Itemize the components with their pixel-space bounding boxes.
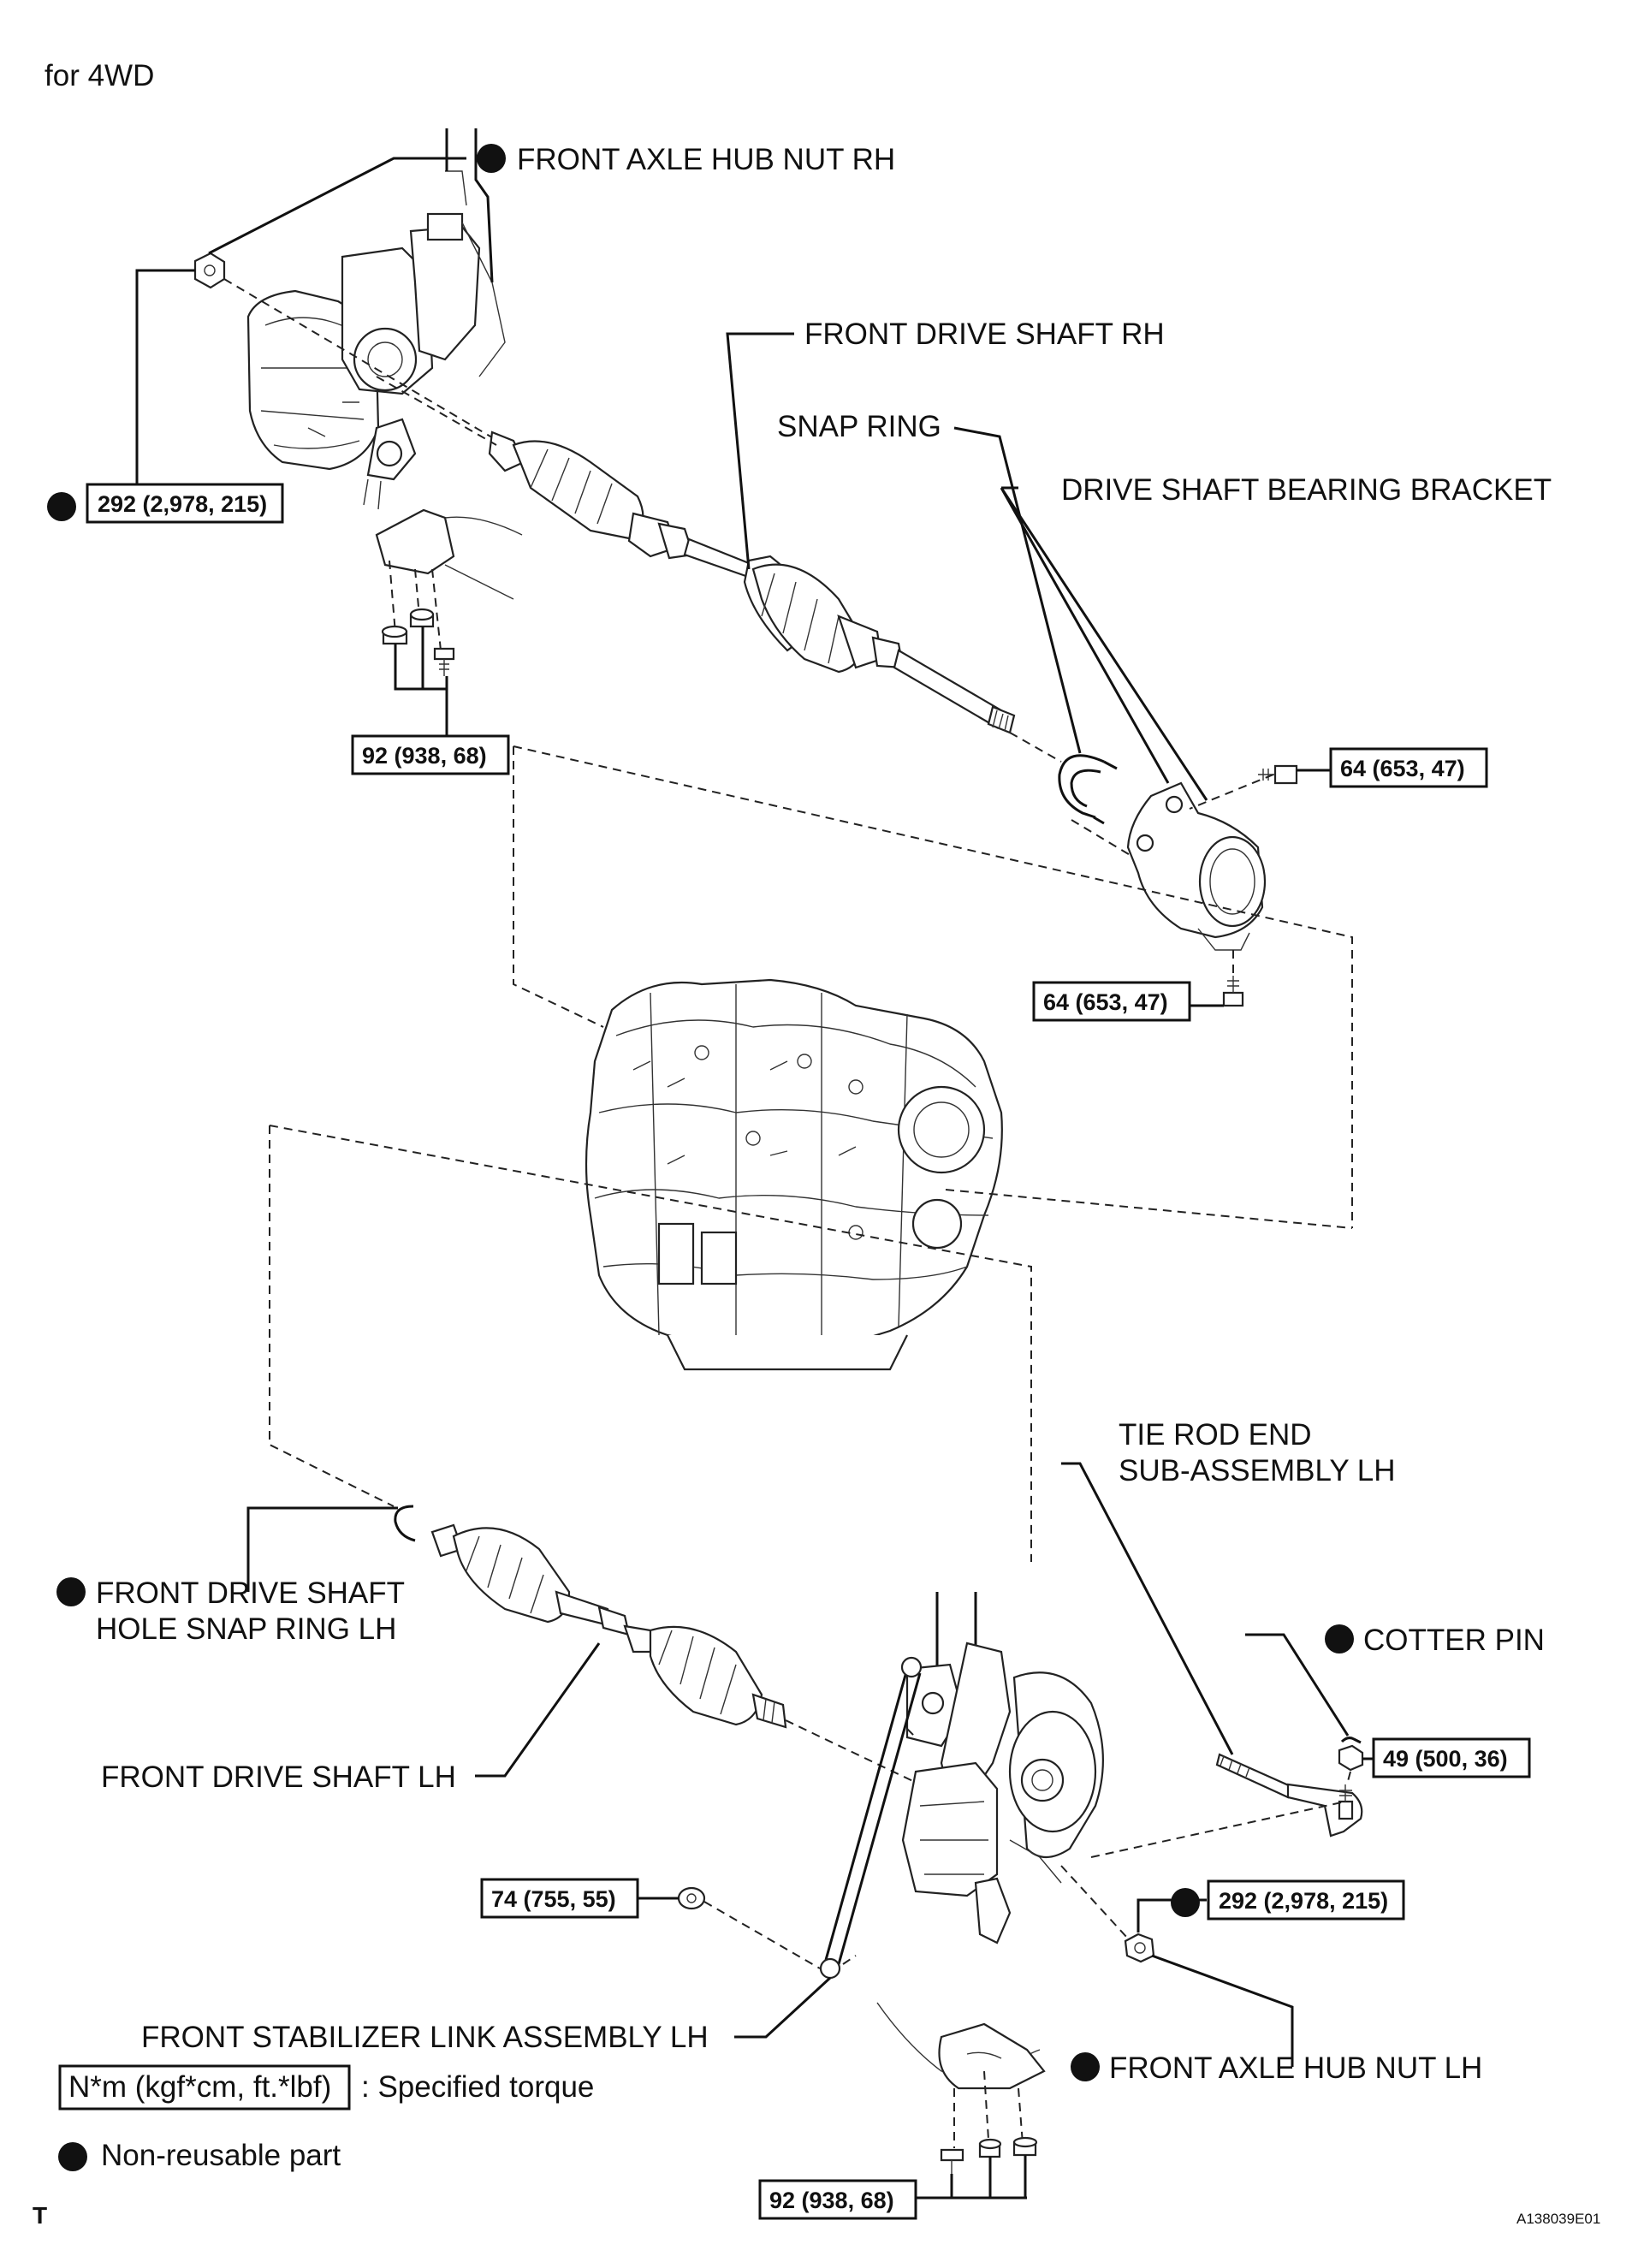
nonreusable-mark-torque-rh — [47, 492, 76, 521]
footer-mark: T — [33, 2202, 47, 2229]
bracket-bolt-lower — [1222, 976, 1244, 1007]
torque-box-lower-lh — [758, 2179, 917, 2220]
torque-box-bracket-lower — [1032, 981, 1191, 1022]
transaxle-drawing — [585, 978, 1003, 1371]
tie-rod-dash — [1090, 1801, 1346, 1858]
tie-rod-nut-part — [1338, 1744, 1364, 1772]
legend-unit: N*m (kgf*cm, ft.*lbf) — [68, 2070, 331, 2104]
torque-hub-nut-rh-leader — [135, 269, 195, 508]
hub-nut-rh-dash — [223, 278, 506, 446]
hub-nut-rh-leader — [208, 157, 466, 255]
torque-bracket-upper: 64 (653, 47) — [1340, 756, 1465, 781]
hub-nut-lh-part — [1124, 1933, 1155, 1963]
stabilizer-link-leader — [734, 1976, 832, 2039]
torque-hub-nut-rh: 292 (2,978, 215) — [98, 491, 267, 517]
torque-bracket-lower: 64 (653, 47) — [1043, 989, 1168, 1015]
torque-lower-lh: 92 (938, 68) — [769, 2188, 894, 2213]
drive-shaft-lh-leader — [475, 1642, 601, 1778]
legend-nonreusable-mark — [58, 2142, 87, 2171]
drive-shaft-rh-dash — [1009, 732, 1062, 763]
footer-code: A138039E01 — [1516, 2211, 1600, 2227]
lower-arm-lh-drawing — [876, 2002, 1046, 2200]
label-hole-snap-line2: HOLE SNAP RING LH — [96, 1612, 396, 1646]
steering-knuckle-rh-drawing — [246, 128, 506, 510]
label-hub-nut-lh: FRONT AXLE HUB NUT LH — [1109, 2051, 1482, 2085]
tie-rod-nut-dash — [1346, 1771, 1351, 1785]
legend-unit-text: : Specified torque — [361, 2070, 594, 2104]
variant-label: for 4WD — [45, 59, 154, 92]
nonreusable-mark-cotter-pin — [1325, 1624, 1354, 1654]
legend-unit-box — [58, 2064, 351, 2111]
torque-box-hub-nut-lh — [1207, 1879, 1405, 1921]
nonreusable-mark-torque-lh — [1171, 1888, 1200, 1917]
nonreusable-mark-hub-nut-lh — [1071, 2052, 1100, 2081]
hole-snap-ring-leader — [246, 1506, 398, 1592]
lh-frame-left — [269, 1125, 395, 1507]
snap-ring-leader — [953, 426, 1082, 754]
bracket-dash-in — [1071, 819, 1132, 857]
bracket-bolt-upper — [1258, 764, 1298, 785]
snap-ring-rh-drawing — [1058, 754, 1118, 825]
torque-box-stabilizer — [480, 1878, 639, 1919]
label-hub-nut-rh: FRONT AXLE HUB NUT RH — [517, 143, 895, 176]
label-tie-rod-line2: SUB-ASSEMBLY LH — [1119, 1454, 1396, 1487]
torque-box-lower-rh — [351, 734, 510, 775]
bearing-bracket-drawing — [1126, 781, 1267, 951]
stabilizer-dash — [842, 1728, 917, 1965]
nonreusable-mark-hole-snap — [56, 1577, 86, 1606]
torque-box-bracket-upper — [1329, 747, 1488, 788]
stabilizer-link-drawing — [819, 1656, 923, 1980]
label-drive-shaft-lh: FRONT DRIVE SHAFT LH — [101, 1760, 456, 1794]
label-tie-rod-line1: TIE ROD END — [1119, 1418, 1312, 1452]
label-drive-shaft-rh: FRONT DRIVE SHAFT RH — [804, 318, 1165, 351]
nonreusable-mark-hub-nut-rh — [477, 144, 506, 173]
stabilizer-nut-dash — [703, 1901, 821, 1969]
rh-frame-right — [513, 745, 1353, 1228]
hub-nut-rh-part — [193, 252, 226, 289]
legend-nonreusable: Non-reusable part — [101, 2139, 341, 2172]
tie-rod-leader — [1061, 1462, 1234, 1755]
torque-hub-nut-lh: 292 (2,978, 215) — [1219, 1888, 1388, 1914]
label-snap-ring: SNAP RING — [777, 410, 941, 443]
rh-knuckle-dash — [376, 376, 497, 446]
bracket-bolt-upper-dash — [1189, 774, 1274, 810]
lh-frame-right — [269, 1125, 1032, 1562]
torque-tie-rod: 49 (500, 36) — [1383, 1746, 1508, 1772]
drive-shaft-rh-leader — [726, 332, 794, 570]
rh-frame-bottom — [945, 1189, 1353, 1229]
label-hole-snap-line1: FRONT DRIVE SHAFT — [96, 1576, 405, 1610]
cotter-pin-leader — [1245, 1633, 1350, 1737]
torque-box-hub-nut-rh — [86, 483, 284, 524]
steering-knuckle-lh-drawing — [901, 1592, 1104, 1944]
torque-box-tie-rod — [1372, 1737, 1531, 1778]
torque-lower-rh: 92 (938, 68) — [362, 743, 487, 769]
label-stabilizer-link: FRONT STABILIZER LINK ASSEMBLY LH — [141, 2021, 709, 2054]
torque-stabilizer: 74 (755, 55) — [491, 1886, 616, 1912]
drive-shaft-lh-dash — [785, 1719, 921, 1785]
hub-nut-lh-leader — [1151, 1954, 1294, 2067]
label-cotter-pin: COTTER PIN — [1363, 1624, 1545, 1657]
label-bearing-bracket: DRIVE SHAFT BEARING BRACKET — [1061, 473, 1552, 507]
stabilizer-nut-part — [677, 1886, 706, 1910]
hub-nut-lh-dash — [1060, 1865, 1129, 1939]
drive-shaft-rh-drawing — [488, 430, 1016, 734]
rh-frame-left — [513, 746, 604, 1028]
drive-shaft-lh-drawing — [430, 1523, 787, 1729]
hole-snap-ring-lh-drawing — [394, 1505, 416, 1542]
tie-rod-end-drawing — [1215, 1753, 1363, 1838]
cotter-pin-part — [1340, 1737, 1362, 1744]
lower-arm-rh-drawing — [375, 508, 523, 736]
bearing-bracket-leader — [1000, 486, 1208, 801]
